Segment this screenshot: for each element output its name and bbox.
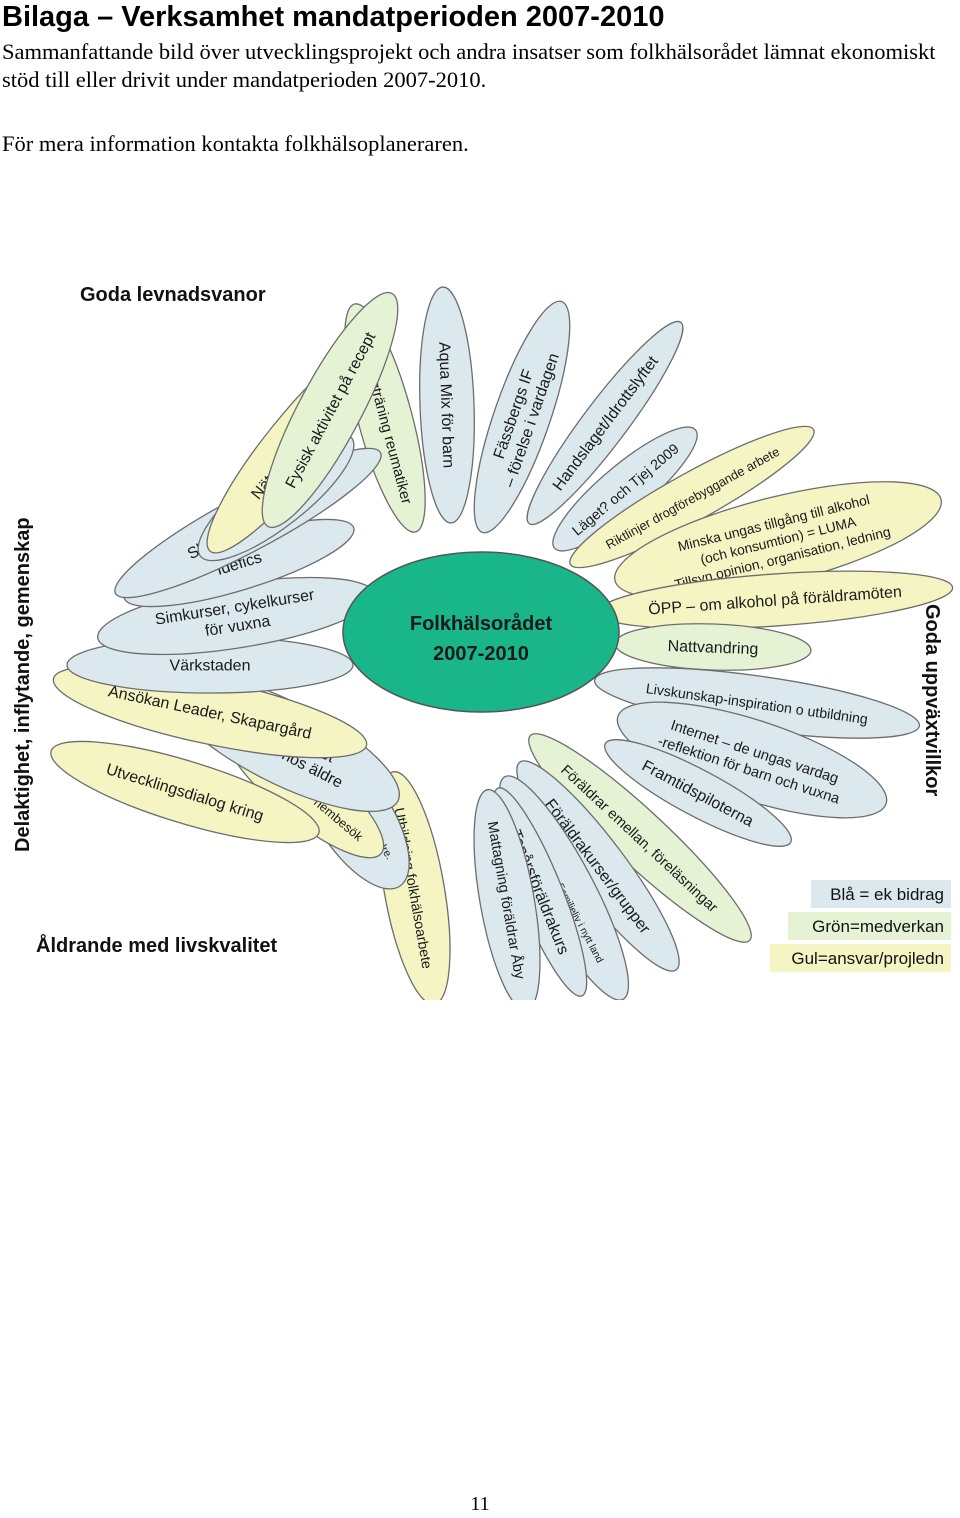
category-label-top-left: Goda levnadsvanor [80, 284, 266, 306]
petal-shape [473, 300, 571, 534]
category-label-right: Goda uppväxtvillkor [921, 604, 943, 796]
intro-paragraph: Sammanfattande bild över utvecklingsproj… [2, 39, 936, 92]
document-title: Bilaga – Verksamhet mandatperioden 2007-… [2, 1, 665, 33]
legend-swatch-yellow [770, 944, 951, 972]
petal-shape [419, 286, 475, 524]
petal-shape [604, 739, 792, 847]
legend: Blå = ek bidrag Grön=medverkan Gul=ansva… [770, 880, 951, 972]
petal: Fässbergs IF– förelse i vardagen [473, 300, 571, 534]
petal-label: Värkstaden [170, 658, 251, 675]
category-label-bottom-left: Åldrande med livskvalitet [36, 933, 278, 957]
petal: ÖPP – om alkohol på föräldramöten [596, 570, 954, 630]
contact-note: För mera information kontakta folkhälsop… [2, 131, 469, 156]
legend-item-yellow: Gul=ansvar/projledn [791, 949, 944, 968]
petal-shape [50, 740, 320, 844]
legend-swatch-green [788, 912, 951, 940]
legend-item-blue: Blå = ek bidrag [830, 885, 944, 904]
petal: Mattagning föräldrar Åby [473, 788, 541, 1000]
page-number: 11 [470, 1493, 490, 1515]
petal-label: Nattvandring [667, 638, 758, 658]
legend-swatch-blue [811, 880, 951, 908]
petal: Nattvandring [614, 623, 812, 671]
petal-shape [473, 788, 541, 1000]
center-period: 2007-2010 [433, 643, 529, 665]
center-title: Folkhälsorådet [410, 612, 553, 635]
petal-shape [261, 291, 399, 529]
petal: Aqua Mix för barn [419, 286, 475, 524]
petal-shape [526, 320, 684, 526]
category-label-left: Delaktighet, inflytande, gemenskap [12, 517, 34, 852]
center-oval [342, 551, 620, 713]
legend-item-green: Grön=medverkan [812, 917, 944, 936]
petal-label: Aqua Mix för barn [435, 342, 456, 469]
